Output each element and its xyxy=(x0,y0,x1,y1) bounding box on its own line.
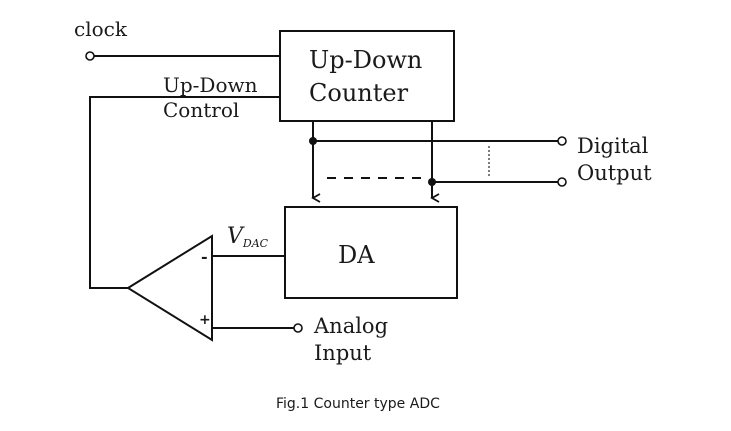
up-down-control-label-line1: Up-Down xyxy=(163,73,258,97)
vdac-label-subscript: DAC xyxy=(242,237,269,250)
da-label: DA xyxy=(338,241,375,269)
da-converter-block xyxy=(284,206,458,299)
digital-output-label-line2: Output xyxy=(577,161,652,185)
counter-label-line2: Counter xyxy=(309,79,409,107)
up-down-counter-block xyxy=(279,30,455,122)
comparator-plus-sign: + xyxy=(199,312,211,328)
figure-caption: Fig.1 Counter type ADC xyxy=(276,396,440,412)
clock-label: clock xyxy=(74,17,128,41)
comparator-minus-sign: - xyxy=(201,247,208,266)
clock-terminal xyxy=(85,51,95,61)
digital-output-terminal-bottom xyxy=(557,177,567,187)
counter-label-line1: Up-Down xyxy=(309,46,422,74)
digital-output-terminal-top xyxy=(557,136,567,146)
up-down-control-label-line2: Control xyxy=(163,98,239,122)
vdac-label: VDAC xyxy=(227,224,269,250)
analog-input-terminal xyxy=(293,323,303,333)
comparator-triangle xyxy=(126,234,213,342)
analog-input-label-line2: Input xyxy=(314,341,372,365)
analog-input-label-line1: Analog xyxy=(313,314,388,338)
digital-output-label-line1: Digital xyxy=(577,134,649,158)
vdac-label-main: V xyxy=(227,224,245,249)
